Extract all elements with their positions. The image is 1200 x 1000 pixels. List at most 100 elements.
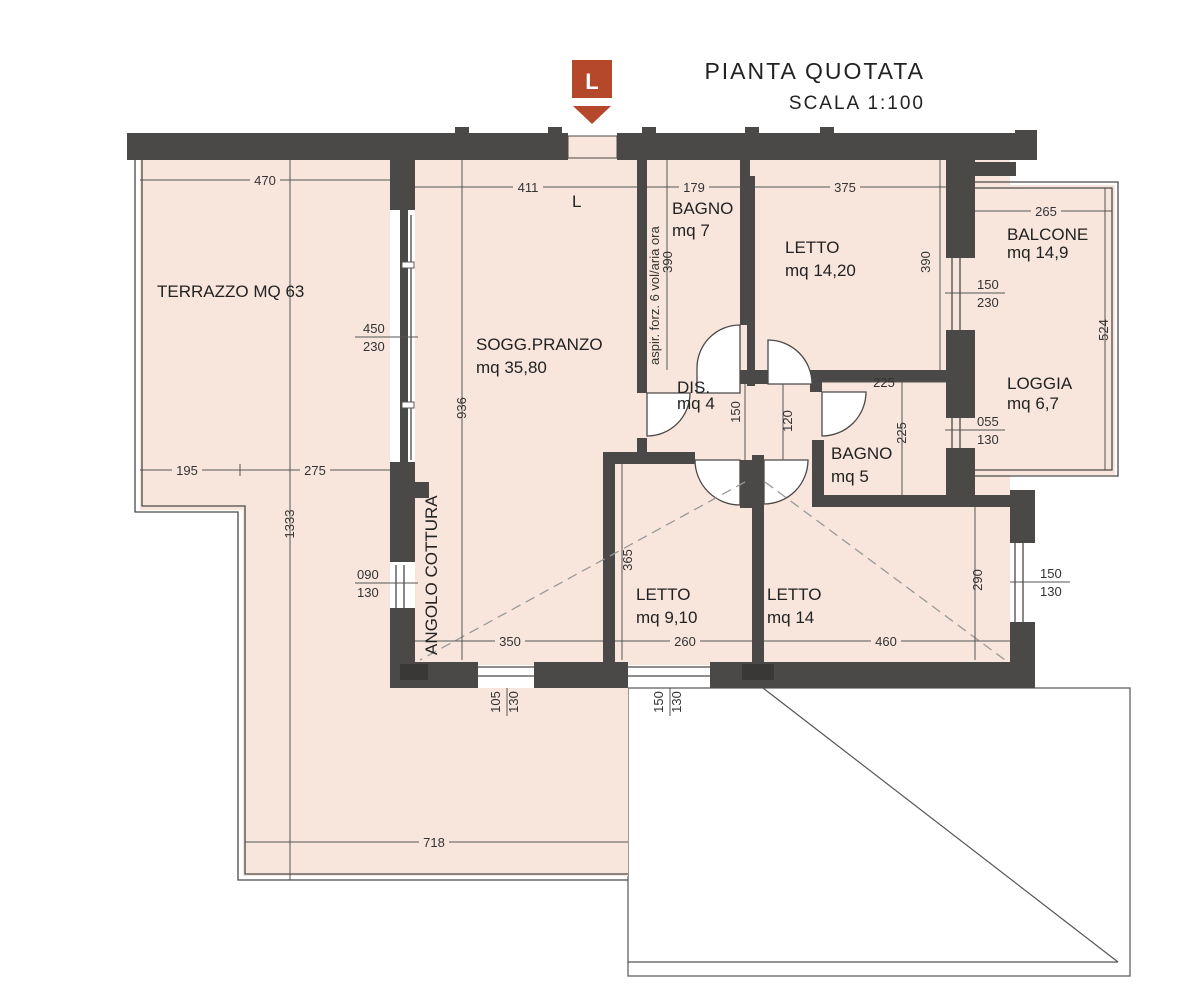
wall-top-left — [127, 133, 568, 160]
door-bagno2 — [821, 391, 867, 437]
plan-scale: SCALA 1:100 — [789, 93, 925, 114]
slope-lines — [419, 481, 1006, 661]
room-letto2-name: LETTO — [636, 585, 690, 604]
doors — [646, 324, 867, 506]
wall-corner — [1015, 130, 1037, 160]
column — [742, 664, 774, 680]
wall-right-mid — [946, 330, 975, 418]
dim-bg — [250, 172, 280, 187]
wall-left-window — [400, 210, 408, 462]
dim-bg — [871, 633, 901, 648]
wall-nib — [455, 127, 469, 135]
room-soggiorno-name: SOGG.PRANZO — [476, 335, 603, 354]
balcony-floor — [975, 185, 1115, 475]
dim-718: 718 — [423, 835, 445, 850]
dim-390-letto: 390 — [918, 251, 933, 273]
dim-470: 470 — [254, 173, 276, 188]
window-height-130: 130 — [357, 585, 379, 600]
wall-bath2-left — [812, 440, 824, 502]
wall-nib — [745, 127, 759, 135]
room-dis-name: DIS. — [677, 378, 710, 397]
wall-bottom-2 — [534, 662, 628, 688]
marker-box — [572, 60, 612, 98]
terrace-edge-outer — [134, 160, 628, 881]
wall-bath1-left-low — [637, 438, 647, 458]
dim-120: 120 — [780, 410, 795, 432]
slope-line — [764, 481, 1006, 661]
marker-arrow — [573, 106, 611, 124]
window-height-230: 230 — [363, 339, 385, 354]
room-loggia-area: mq 6,7 — [1007, 394, 1059, 413]
wall-letto2-top — [603, 452, 695, 464]
entrance-label: L — [572, 192, 581, 211]
door-letto1 — [767, 339, 813, 385]
wall-bath1-left — [637, 155, 647, 393]
dim-bg — [419, 834, 449, 849]
window-height-130: 130 — [977, 432, 999, 447]
wall-letto2-left — [603, 452, 615, 662]
room-bagno1-area: mq 7 — [672, 221, 710, 240]
window-height-130: 130 — [1040, 584, 1062, 599]
dim-265: 265 — [1035, 204, 1057, 219]
room-soggiorno-area: mq 35,80 — [476, 358, 547, 377]
window-height-130: 130 — [669, 691, 684, 713]
roof-rect — [627, 687, 1131, 977]
dim-524: 524 — [1096, 319, 1111, 341]
window-width-150: 150 — [977, 277, 999, 292]
door-bagno1 — [696, 324, 741, 394]
floors — [140, 155, 1115, 876]
dim-936: 936 — [454, 397, 469, 419]
room-dis-area: mq 4 — [677, 394, 715, 413]
dim-195: 195 — [176, 463, 198, 478]
entrance-door — [567, 135, 618, 159]
dim-bg — [495, 633, 525, 648]
wall-bath1-right — [740, 155, 750, 325]
window-width-055: 055 — [977, 414, 999, 429]
terrace-edge-inner — [141, 160, 628, 875]
window-width-090: 090 — [357, 567, 379, 582]
room-balcone-name: BALCONE — [1007, 225, 1088, 244]
dimension-texts: 470 411 179 375 265 390 390 524 936 1333… — [172, 172, 1111, 850]
wall-nib — [820, 127, 834, 135]
dim-350: 350 — [499, 634, 521, 649]
room-terrazzo: TERRAZZO MQ 63 — [157, 282, 304, 301]
window-height-230: 230 — [977, 295, 999, 310]
door-letto2 — [694, 459, 741, 506]
dim-179: 179 — [683, 180, 705, 195]
room-letto3-area: mq 14 — [767, 608, 814, 627]
door-living — [646, 392, 691, 437]
wall-right-ext — [1010, 490, 1035, 543]
room-letto1-area: mq 14,20 — [785, 261, 856, 280]
terrace-outline — [134, 160, 1119, 881]
wall-top-right — [617, 133, 1035, 160]
room-bagno1-name: BAGNO — [672, 199, 733, 218]
wall-letto1-left — [747, 176, 755, 386]
window-width-150: 150 — [651, 691, 666, 713]
slope-line — [419, 481, 746, 661]
balcony-edge-outer — [975, 181, 1119, 477]
window-width-105: 105 — [488, 691, 503, 713]
dim-bg — [513, 179, 543, 194]
dim-225-h: 225 — [873, 375, 895, 390]
wall-letto1-corner — [810, 370, 822, 392]
dim-bg — [300, 462, 330, 477]
room-letto2-area: mq 9,10 — [636, 608, 697, 627]
room-labels: TERRAZZO MQ 63 SOGG.PRANZO mq 35,80 BAGN… — [157, 192, 1088, 655]
door-letto3 — [763, 459, 809, 505]
dim-275: 275 — [304, 463, 326, 478]
apartment-floor — [415, 155, 1010, 665]
dim-150: 150 — [728, 401, 743, 423]
wall-bath2-bottom — [812, 495, 1010, 507]
dim-411: 411 — [518, 180, 539, 195]
dim-365: 365 — [620, 549, 635, 571]
dim-bg — [172, 462, 202, 477]
entrance-marker: L — [572, 60, 612, 124]
dim-225-v: 225 — [894, 422, 909, 444]
dim-260: 260 — [674, 634, 696, 649]
dim-bg — [670, 633, 700, 648]
wall-left-upper — [390, 155, 415, 210]
plan-title: PIANTA QUOTATA — [704, 58, 925, 84]
roof-outline — [627, 687, 1131, 977]
dim-290: 290 — [970, 569, 985, 591]
